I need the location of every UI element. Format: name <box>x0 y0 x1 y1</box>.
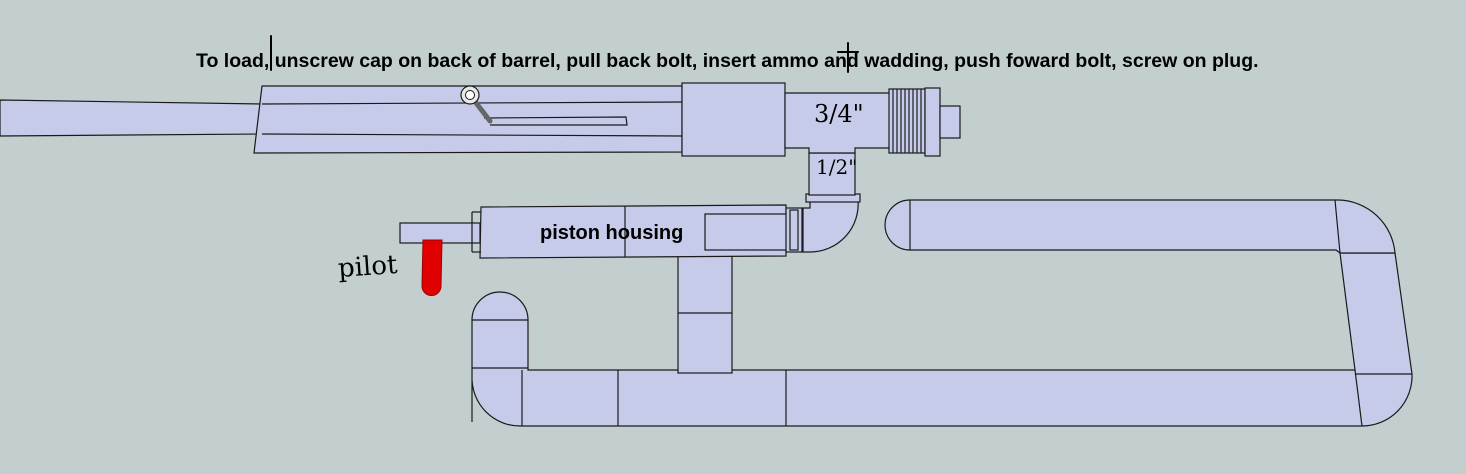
pilot-valve <box>421 239 443 296</box>
loading-instructions: To load, unscrew cap on back of barrel, … <box>196 50 1259 72</box>
handwritten-mark <box>837 42 859 73</box>
end-cap <box>924 87 941 157</box>
piston-housing-label: piston housing <box>540 222 684 244</box>
tee-stem <box>677 254 733 374</box>
elbow-fitting <box>802 193 861 253</box>
barrel <box>0 82 786 157</box>
bolt-handle <box>460 85 493 124</box>
pilot-label: pilot <box>337 249 399 285</box>
tee-size-label: 3/4" <box>814 100 864 128</box>
end-plug <box>939 105 961 139</box>
barrel-coupler <box>681 82 786 157</box>
housing-coupler <box>704 213 792 251</box>
reservoir-tank <box>471 252 1413 427</box>
piston-housing <box>399 204 803 259</box>
threaded-end <box>888 88 926 154</box>
riser-size-label: 1/2" <box>816 155 858 179</box>
return-pipe <box>884 199 1396 254</box>
reservoir-left-riser <box>471 252 1413 427</box>
